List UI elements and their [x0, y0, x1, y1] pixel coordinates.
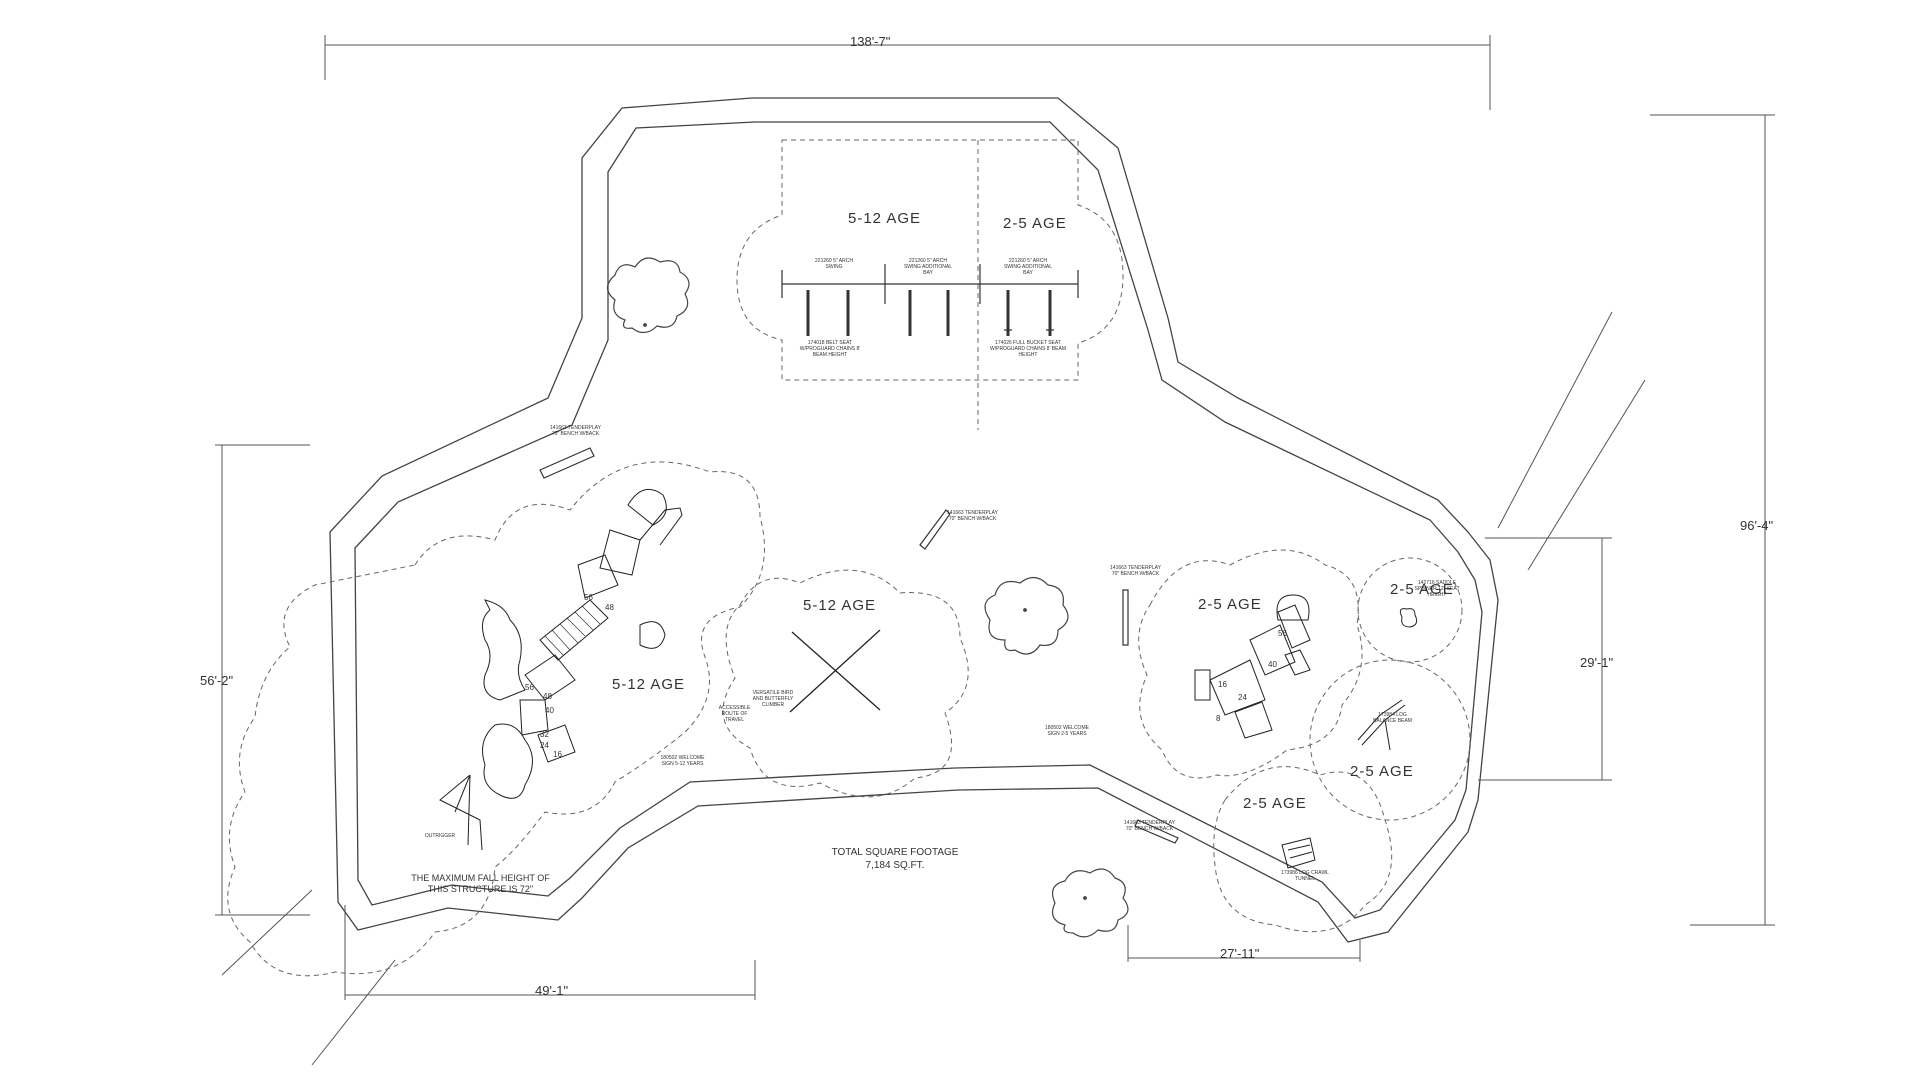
site-border-outer: [329, 97, 1499, 943]
dim-right-height: 29'-1": [1580, 655, 1614, 670]
deck-number: 24: [540, 741, 549, 750]
callout-spinner: 142716 SADDLE SPINNER 12" SEAT HEIGHT: [1414, 580, 1460, 598]
zone-label-lower-right: 2-5 AGE: [1350, 763, 1414, 780]
dim-overall-width: 138'-7": [850, 34, 891, 49]
total-square-footage-value: 7,184 SQ.FT.: [865, 860, 925, 871]
callout-bucket-seat: 174026 FULL BUCKET SEAT W/PROGUARD CHAIN…: [990, 340, 1066, 358]
deck-number: 24: [1238, 693, 1247, 702]
dim-bottom-right: 27'-11": [1220, 946, 1260, 961]
callout-bench-right: 141663 TENDERPLAY 70" BENCH W/BACK: [1110, 565, 1161, 577]
zone-label-swings-2-5: 2-5 AGE: [1003, 215, 1067, 232]
path-line-upper-right-1: [1497, 311, 1613, 529]
zone-center-5-12: [722, 569, 969, 798]
dim-left-height: 56'-2": [200, 673, 234, 688]
log-tunnel: [1281, 837, 1316, 869]
dim-top-line: [324, 35, 1491, 110]
x-climber-line-1: [791, 631, 881, 711]
deck-number: 48: [605, 603, 614, 612]
zone-label-bottom-right: 2-5 AGE: [1243, 795, 1307, 812]
dim-right-small-line: [1478, 537, 1612, 781]
dim-right-line: [1650, 114, 1775, 926]
right-structure-slide: [1276, 594, 1310, 621]
x-climber-line-2: [789, 629, 881, 713]
bench-bottom-right: [1134, 819, 1179, 844]
deck-number: 16: [553, 750, 562, 759]
callout-outrigger: OUTRIGGER: [424, 833, 456, 839]
dim-bottom-right-line: [1127, 925, 1361, 962]
big-structure-bridge: [539, 599, 609, 661]
tree-top-left: [606, 257, 690, 334]
bench-top-left: [539, 447, 595, 479]
big-structure-left-slide: [481, 599, 526, 701]
path-line-lower-left-1: [221, 889, 313, 976]
callout-accessible-route: ACCESSIBLE ROUTE OF TRAVEL: [718, 705, 751, 723]
dim-bottom-left: 49'-1": [535, 983, 569, 998]
callout-bench-bottom-right: 141663 TENDERPLAY 70" BENCH W/BACK: [1124, 820, 1175, 832]
zone-right-structure: [1138, 549, 1363, 779]
dim-left-line: [215, 444, 310, 916]
tree-bottom: [1052, 868, 1129, 938]
deck-number: 56: [1278, 629, 1287, 638]
deck-number: 16: [1218, 680, 1227, 689]
tree-center: [984, 576, 1069, 655]
deck-number: 40: [1268, 660, 1277, 669]
zone-bottom-right: [1213, 766, 1393, 933]
callout-welcome-sign-left: 180502 WELCOME SIGN 5-12 YEARS: [660, 755, 705, 767]
big-structure-slide: [639, 507, 683, 546]
site-border-inner: [354, 121, 1483, 919]
zone-big-structure: [227, 461, 765, 977]
outrigger: [439, 774, 483, 851]
bench-right: [1122, 589, 1129, 646]
balance-beam: [1357, 699, 1406, 751]
callout-swing-1: 221260 5" ARCH SWING: [815, 258, 853, 270]
total-square-footage-label: TOTAL SQUARE FOOTAGE: [831, 847, 959, 858]
callout-climber: VERSATILE BIRD AND BUTTERFLY CLIMBER: [752, 690, 794, 708]
callout-welcome-sign-right: 180502 WELCOME SIGN 2-5 YEARS: [1045, 725, 1089, 737]
zone-swings-border: [736, 139, 1124, 381]
right-structure-deck: [1209, 659, 1266, 716]
callout-belt-seat: 174018 BELT SEAT W/PROGUARD CHAINS 8' BE…: [799, 340, 861, 358]
callout-swing-3: 221260 5" ARCH SWING ADDITIONAL BAY: [1003, 258, 1053, 276]
zone-lower-right: [1309, 659, 1471, 821]
zone-label-right-structure: 2-5 AGE: [1198, 596, 1262, 613]
bench-center: [919, 509, 951, 550]
path-line-upper-right-2: [1527, 379, 1646, 571]
fall-height-note: THE MAXIMUM FALL HEIGHT OF THIS STRUCTUR…: [411, 873, 550, 894]
path-line-lower-left-2: [311, 959, 396, 1066]
zone-label-far-right: 2-5 AGE: [1390, 581, 1454, 598]
dim-bottom-left-line: [344, 905, 756, 1000]
callout-swing-2: 221260 5" ARCH SWING ADDITIONAL BAY: [903, 258, 953, 276]
zone-label-swings-5-12: 5-12 AGE: [848, 210, 922, 227]
saddle-spinner: [1399, 608, 1418, 628]
zone-label-center-5-12: 5-12 AGE: [803, 597, 877, 614]
deck-number: 48: [543, 692, 552, 701]
deck-number: 56: [584, 593, 593, 602]
big-structure-tube: [627, 488, 667, 526]
zone-far-right: [1357, 557, 1463, 663]
deck-number: 8: [1216, 714, 1221, 723]
zone-label-big-structure: 5-12 AGE: [612, 676, 686, 693]
deck-number: 32: [540, 730, 549, 739]
dim-overall-height: 96'-4": [1740, 518, 1774, 533]
callout-tunnel: 173986 LOG CRAWL TUNNEL: [1281, 870, 1329, 882]
callout-balance-beam: 173984 LOG BALANCE BEAM: [1373, 712, 1412, 724]
deck-number: 56: [525, 683, 534, 692]
big-structure-rock: [482, 723, 533, 799]
deck-number: 40: [545, 706, 554, 715]
callout-bench-center: 141663 TENDERPLAY 70" BENCH W/BACK: [947, 510, 998, 522]
callout-bench-top-left: 141663 TENDERPLAY 70" BENCH W/BACK: [550, 425, 601, 437]
